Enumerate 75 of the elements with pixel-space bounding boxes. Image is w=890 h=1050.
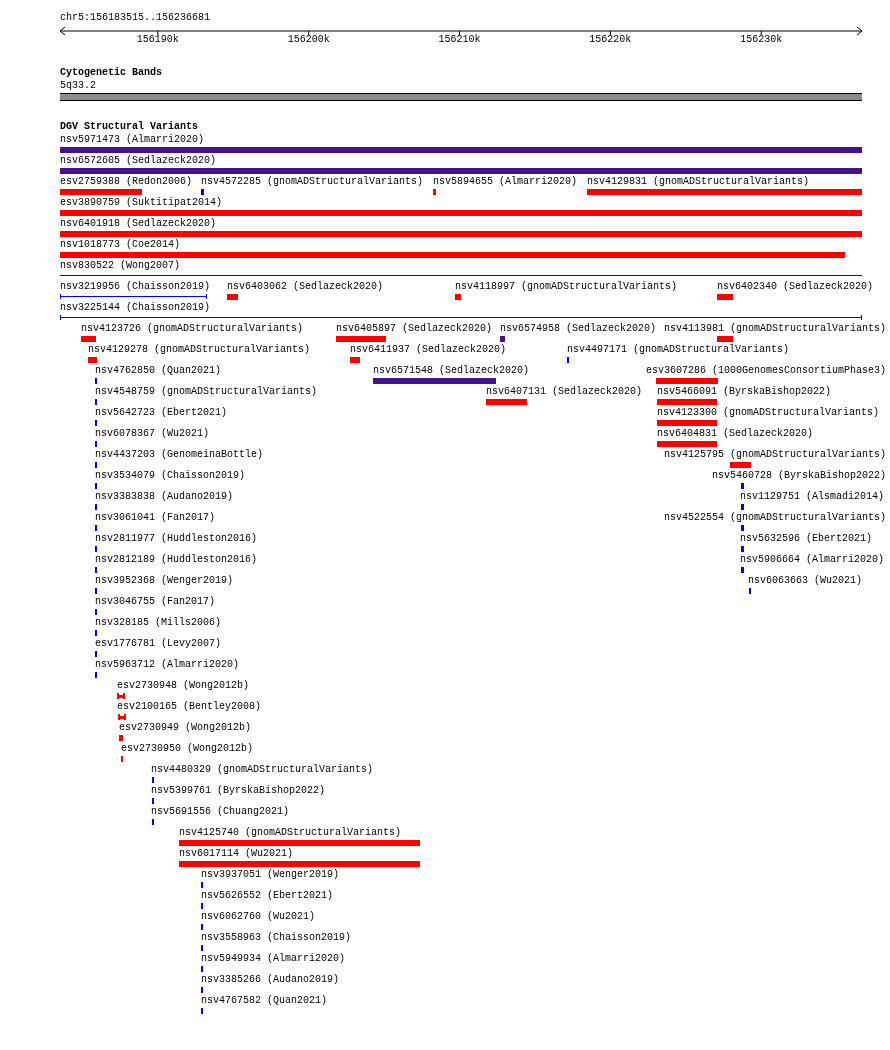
variant-label: esv3890759 (Suktitipat2014) — [60, 197, 223, 209]
variant-label: esv1776781 (Levy2007) — [95, 638, 222, 650]
variant-label: nsv3061041 (Fan2017) — [95, 512, 216, 524]
scale-label: 156190k — [136, 34, 179, 46]
variant-label: esv2730948 (Wong2012b) — [117, 680, 250, 692]
variant-label: esv2730949 (Wong2012b) — [119, 722, 252, 734]
variant-label: nsv5971473 (Almarri2020) — [60, 134, 205, 146]
variant-label: nsv4548759 (gnomADStructuralVariants) — [95, 386, 318, 398]
variant-label: nsv3534079 (Chaisson2019) — [95, 470, 246, 482]
coordinate-label: chr5:156183515..156236681 — [60, 12, 211, 24]
variant-label: nsv1129751 (Alsmadi2014) — [740, 491, 885, 503]
variant-label: nsv6402340 (Sedlazeck2020) — [717, 281, 874, 293]
variant-label: nsv1018773 (Coe2014) — [60, 239, 181, 251]
track-title: DGV Structural Variants — [60, 121, 199, 133]
variant-label: nsv6405897 (Sedlazeck2020) — [336, 323, 493, 335]
variant-label: nsv4767582 (Quan2021) — [201, 995, 328, 1007]
variant-label: nsv5632596 (Ebert2021) — [740, 533, 873, 545]
scale-label: 156230k — [740, 34, 783, 46]
variant-label: nsv4123726 (gnomADStructuralVariants) — [81, 323, 304, 335]
variant-label: nsv4113981 (gnomADStructuralVariants) — [664, 323, 887, 335]
variant-label: nsv2811977 (Huddleston2016) — [95, 533, 258, 545]
variant-label: nsv5894655 (Almarri2020) — [433, 176, 578, 188]
variant-label: nsv3558963 (Chaisson2019) — [201, 932, 352, 944]
variant-label: nsv6062760 (Wu2021) — [201, 911, 316, 923]
variant-label: nsv5642723 (Ebert2021) — [95, 407, 228, 419]
variant-label: nsv3046755 (Fan2017) — [95, 596, 216, 608]
variant-label: nsv3385266 (Audano2019) — [201, 974, 340, 986]
variant-label: nsv4762850 (Quan2021) — [95, 365, 222, 377]
variant-label: nsv4129831 (gnomADStructuralVariants) — [587, 176, 810, 188]
variant-label: nsv830522 (Wong2007) — [60, 260, 181, 272]
variant-label: nsv6078367 (Wu2021) — [95, 428, 210, 440]
variant-label: nsv3225144 (Chaisson2019) — [60, 302, 211, 314]
variant-label: nsv6572605 (Sedlazeck2020) — [60, 155, 217, 167]
variant-label: nsv4129278 (gnomADStructuralVariants) — [88, 344, 311, 356]
variant-label: nsv4437203 (GenomeinaBottle) — [95, 449, 264, 461]
variant-label: nsv6403062 (Sedlazeck2020) — [227, 281, 384, 293]
variant-label: nsv4572285 (gnomADStructuralVariants) — [201, 176, 424, 188]
variant-label: nsv4497171 (gnomADStructuralVariants) — [567, 344, 790, 356]
variant-label: nsv5906664 (Almarri2020) — [740, 554, 885, 566]
variant-label: nsv6411937 (Sedlazeck2020) — [350, 344, 507, 356]
variant-label: nsv328185 (Mills2006) — [95, 617, 222, 629]
variant-label: nsv4118997 (gnomADStructuralVariants) — [455, 281, 678, 293]
variant-label: nsv5963712 (Almarri2020) — [95, 659, 240, 671]
variant-label: nsv5691556 (Chuang2021) — [151, 806, 290, 818]
variant-label: esv2730950 (Wong2012b) — [121, 743, 254, 755]
variant-label: nsv6404831 (Sedlazeck2020) — [657, 428, 814, 440]
variant-label: nsv6574958 (Sedlazeck2020) — [500, 323, 657, 335]
variant-label: esv3607286 (1000GenomesConsortiumPhase3) — [646, 365, 887, 377]
track-title: Cytogenetic Bands — [60, 67, 163, 79]
variant-label: nsv2812189 (Huddleston2016) — [95, 554, 258, 566]
variant-label: nsv6017114 (Wu2021) — [179, 848, 294, 860]
variant-label: nsv3219956 (Chaisson2019) — [60, 281, 211, 293]
scale-label: 156210k — [438, 34, 481, 46]
variant-label: nsv3937051 (Wenger2019) — [201, 869, 340, 881]
scale-label: 156200k — [287, 34, 330, 46]
variant-label: esv2759388 (Redon2006) — [60, 176, 193, 188]
variant-label: nsv4125795 (gnomADStructuralVariants) — [664, 449, 887, 461]
variant-label: nsv5399761 (ByrskaBishop2022) — [151, 785, 326, 797]
variant-label: nsv4480329 (gnomADStructuralVariants) — [151, 764, 374, 776]
variant-label: nsv4123300 (gnomADStructuralVariants) — [657, 407, 880, 419]
variant-label: esv2100165 (Bentley2008) — [117, 701, 262, 713]
variant-label: nsv5460728 (ByrskaBishop2022) — [712, 470, 887, 482]
variant-label: nsv5466091 (ByrskaBishop2022) — [657, 386, 832, 398]
variant-label: nsv3383838 (Audano2019) — [95, 491, 234, 503]
variant-label: nsv3952368 (Wenger2019) — [95, 575, 234, 587]
variant-label: nsv5949934 (Almarri2020) — [201, 953, 346, 965]
variant-label: nsv6571548 (Sedlazeck2020) — [373, 365, 530, 377]
variant-label: nsv4125740 (gnomADStructuralVariants) — [179, 827, 402, 839]
variant-label: nsv6401918 (Sedlazeck2020) — [60, 218, 217, 230]
band-label: 5q33.2 — [60, 80, 96, 92]
variant-label: nsv4522554 (gnomADStructuralVariants) — [664, 512, 887, 524]
variant-label: nsv6063663 (Wu2021) — [748, 575, 863, 587]
variant-label: nsv6407131 (Sedlazeck2020) — [486, 386, 643, 398]
scale-label: 156220k — [589, 34, 632, 46]
variant-label: nsv5626552 (Ebert2021) — [201, 890, 334, 902]
